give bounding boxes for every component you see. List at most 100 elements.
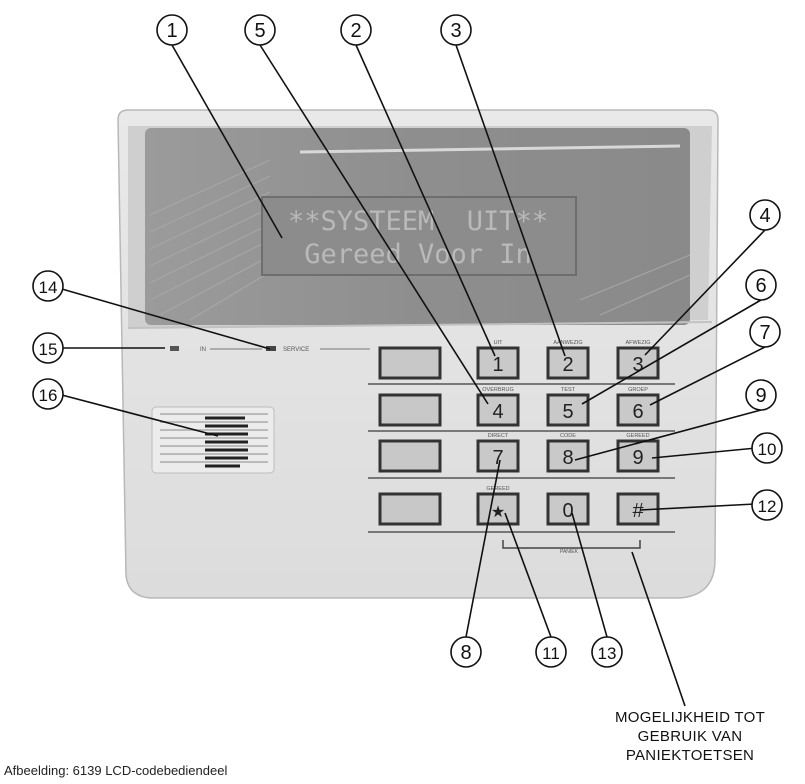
callout-8: 8 [450, 636, 482, 668]
callout-number-7: 7 [759, 322, 770, 344]
function-key-c[interactable] [378, 439, 442, 473]
callout-circle-12 [751, 489, 783, 521]
key-8-cap[interactable] [546, 439, 590, 473]
status-indicators: IN SERVICE [170, 346, 370, 353]
lid-highlight [299, 144, 681, 154]
key-star-cap[interactable] [476, 492, 520, 526]
function-key-b[interactable] [378, 393, 442, 427]
lcd-line-1: **SYSTEEM UIT** [288, 206, 548, 237]
callout-circle-10 [751, 432, 783, 464]
callout-number-13: 13 [598, 644, 617, 663]
key-star-legend: GEREED [486, 486, 509, 492]
power-led [170, 346, 179, 351]
function-key-d[interactable] [378, 492, 442, 526]
callout-circle-8 [450, 636, 482, 668]
key-9-cap[interactable] [616, 439, 660, 473]
key-4-legend: OVERBRUG [482, 387, 513, 393]
lid-hatching [149, 159, 691, 321]
key-8[interactable]: 8 CODE [546, 433, 590, 473]
lcd-line-2: Gereed Voor In [304, 239, 532, 270]
function-key-a[interactable] [378, 346, 442, 380]
callout-number-10: 10 [758, 440, 777, 459]
key-6-cap[interactable] [616, 393, 660, 427]
key-star-label: ★ [491, 504, 505, 521]
key-star[interactable]: ★ GEREED [476, 486, 520, 526]
callout-2: 2 [340, 14, 372, 46]
panic-bracket-label: PANIEK [560, 549, 579, 555]
key-6-legend: GROEP [628, 387, 648, 393]
key-3-legend: AFWEZIG [625, 340, 650, 346]
key-6-label: 6 [632, 401, 643, 423]
key-4[interactable]: 4 OVERBRUG [476, 387, 520, 427]
callout-circle-6 [745, 269, 777, 301]
callout-number-15: 15 [39, 340, 58, 359]
callout-leaders [47, 44, 768, 707]
callout-circle-7 [749, 316, 781, 348]
callout-15: 15 [32, 332, 64, 364]
panic-bracket: PANIEK [502, 540, 641, 555]
key-1-label: 1 [492, 354, 503, 376]
key-7-label: 7 [492, 447, 503, 469]
speaker-grill [151, 406, 275, 474]
callout-circle-16 [32, 378, 64, 410]
callout-circle-2 [340, 14, 372, 46]
callout-circle-14 [32, 270, 64, 302]
numeric-keys: 1 UIT 2 AANWEZIG 3 AFWEZIG 4 OVERBRUG 5 TEST 6 GROE… [476, 340, 660, 526]
service-led [266, 346, 276, 351]
callout-number-3: 3 [450, 20, 461, 42]
key-5-cap[interactable] [546, 393, 590, 427]
callout-circle-1 [156, 14, 188, 46]
key-2[interactable]: 2 AANWEZIG [546, 340, 590, 380]
callout-number-6: 6 [755, 275, 766, 297]
key-0-cap[interactable] [546, 492, 590, 526]
key-3-label: 3 [632, 354, 643, 376]
key-0-label: 0 [562, 500, 573, 522]
panic-note-line-3: PANIEKTOETSEN [625, 747, 755, 764]
key-1-legend: UIT [494, 340, 504, 346]
callout-number-1: 1 [166, 20, 177, 42]
key-1[interactable]: 1 UIT [476, 340, 520, 380]
callout-circle-9 [745, 379, 777, 411]
panic-keys-note: MOGELIJKHEID TOT GEBRUIK VAN PANIEKTOETS… [575, 708, 805, 765]
service-label: SERVICE [283, 347, 309, 353]
callout-14: 14 [32, 270, 64, 302]
callout-6: 6 [745, 269, 777, 301]
key-2-legend: AANWEZIG [553, 340, 582, 346]
callout-circle-11 [535, 636, 567, 668]
callout-number-8: 8 [460, 642, 471, 664]
callout-number-12: 12 [758, 497, 777, 516]
callout-12: 12 [751, 489, 783, 521]
callout-4: 4 [749, 199, 781, 231]
callout-circle-15 [32, 332, 64, 364]
row-separators [368, 383, 675, 533]
callout-3: 3 [440, 14, 472, 46]
callout-number-11: 11 [542, 644, 560, 663]
callout-number-2: 2 [350, 20, 361, 42]
key-7-cap[interactable] [476, 439, 520, 473]
key-2-label: 2 [562, 354, 573, 376]
key-6[interactable]: 6 GROEP [616, 387, 660, 427]
key-4-label: 4 [492, 401, 503, 423]
callout-number-9: 9 [755, 385, 766, 407]
callout-13: 13 [591, 636, 623, 668]
key-8-legend: CODE [560, 433, 576, 439]
key-5-legend: TEST [561, 387, 576, 393]
callout-1: 1 [156, 14, 188, 46]
key-9-legend: GEREED [626, 433, 649, 439]
callout-7: 7 [749, 316, 781, 348]
callout-circle-3 [440, 14, 472, 46]
callout-circle-13 [591, 636, 623, 668]
callout-10: 10 [751, 432, 783, 464]
key-5-label: 5 [562, 401, 573, 423]
key-0[interactable]: 0 [546, 492, 590, 526]
callout-number-14: 14 [39, 278, 58, 297]
callout-circle-5 [244, 14, 276, 46]
key-2-cap[interactable] [546, 346, 590, 380]
key-1-cap[interactable] [476, 346, 520, 380]
key-5[interactable]: 5 TEST [546, 387, 590, 427]
callout-9: 9 [745, 379, 777, 411]
function-keys [378, 346, 442, 526]
key-8-label: 8 [562, 447, 573, 469]
